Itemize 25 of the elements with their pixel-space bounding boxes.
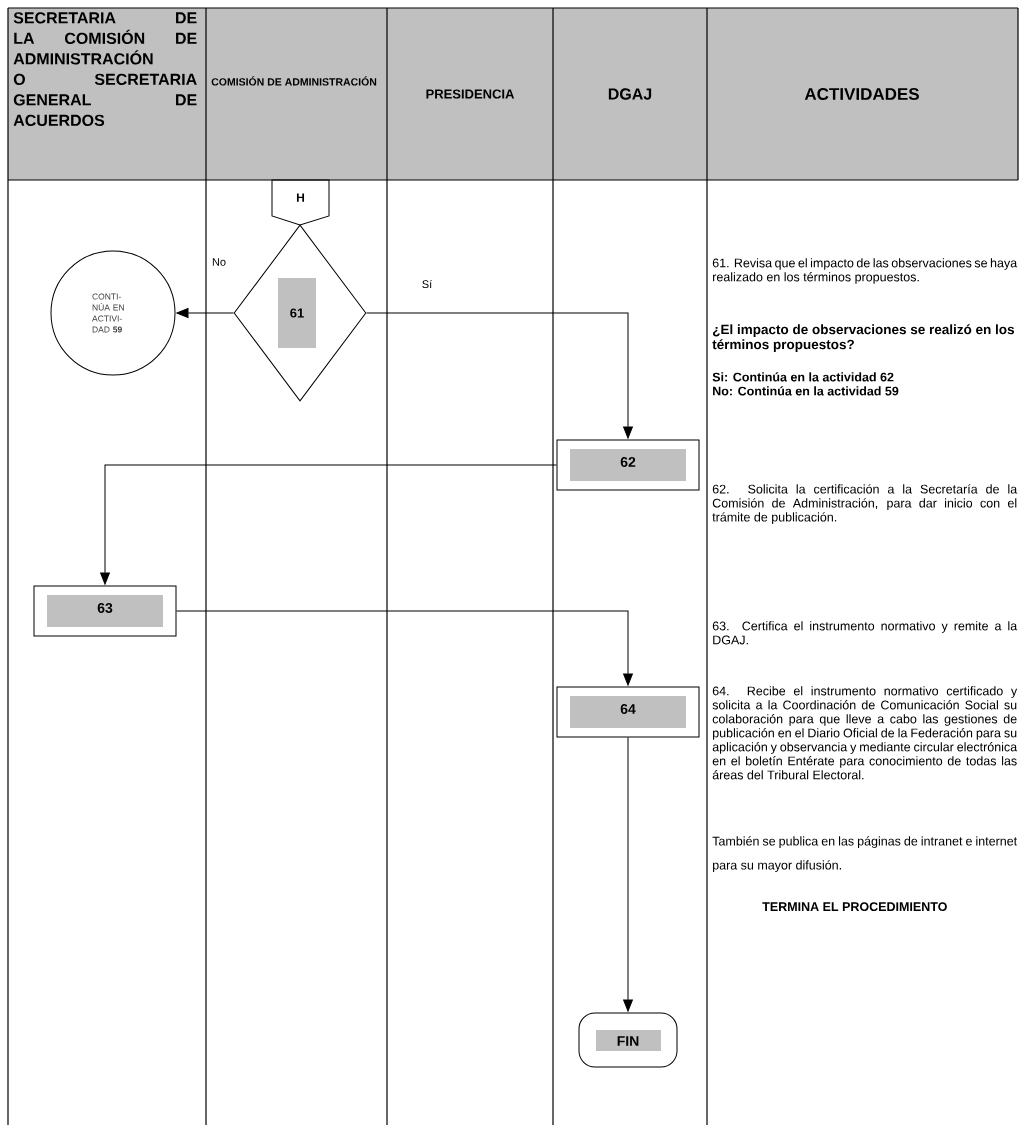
activity-text: 61. Revisa que el impacto de las observaciones se haya realizado en los términos propuestos. bbox=[712, 258, 1018, 284]
activity-text: Si: Continúa en la actividad 62 bbox=[712, 372, 894, 382]
terminator: FIN bbox=[578, 1012, 678, 1068]
activity-text: 62. Solicita la certificación a la Secretaría de la Comisión de Administración, para dar inicio con el trámite de publicación. bbox=[712, 484, 1018, 524]
arrow bbox=[176, 610, 633, 686]
edge-label: Sí bbox=[420, 278, 434, 290]
activity-text: También se publica en las páginas de intranet e internet para su mayor difusión. bbox=[712, 836, 1018, 872]
process-box: 62 bbox=[556, 439, 700, 491]
arrow bbox=[623, 737, 633, 1012]
header-cell: PRESIDENCIA bbox=[387, 8, 553, 180]
header-cell: SECRETARIA DE LA COMISIÓN DE ADMINISTRACIÓN O SECRETARIA GENERAL DE ACUERDOS bbox=[8, 8, 206, 180]
arrow bbox=[366, 312, 633, 439]
activity-text: ¿El impacto de observaciones se realizó en los términos propuestos? bbox=[712, 324, 1014, 352]
off-page-connector: H bbox=[271, 179, 330, 226]
header-cell: COMISIÓN DE ADMINISTRACIÓN bbox=[206, 8, 387, 180]
header-cell: DGAJ bbox=[553, 8, 707, 180]
arrow bbox=[176, 308, 234, 318]
activity-text: 64. Recibe el instrumento normativo certificado y solicita a la Coordinación de Comunicación Social su colaboración para que lleve a cabo las gestiones de publicación en el Diario Oficial de la Federación para su aplicación y observancia y mediante circular electrónica en el boletín Entérate para conocimiento de todas las áreas del Tribural Electoral. bbox=[712, 686, 1018, 780]
edge-label: No bbox=[210, 257, 228, 267]
activity-text: TERMINA EL PROCEDIMIENTO bbox=[762, 902, 947, 912]
activity-text: No: Continúa en la actividad 59 bbox=[713, 386, 899, 396]
process-box: 63 bbox=[33, 585, 177, 637]
arrow bbox=[100, 464, 557, 585]
activity-text: 63. Certifica el instrumento normativo y remite a la DGAJ. bbox=[712, 621, 1018, 645]
process-box: 64 bbox=[556, 686, 700, 738]
